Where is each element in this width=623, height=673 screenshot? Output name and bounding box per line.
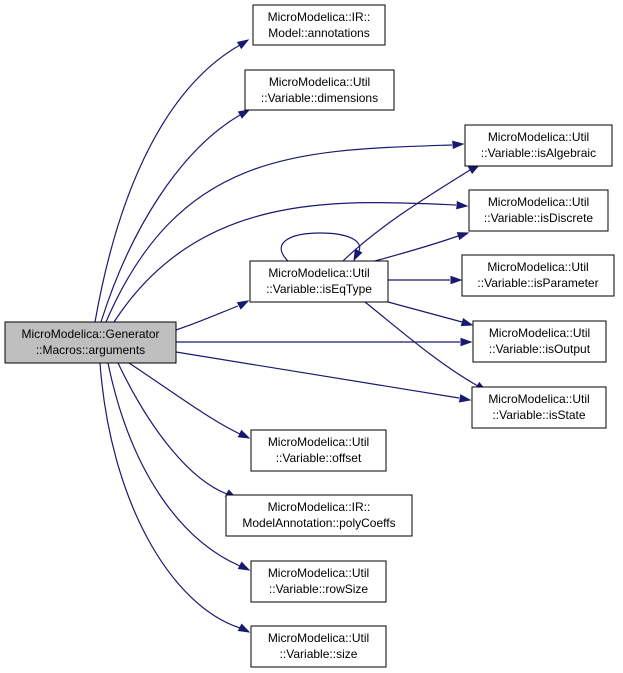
edge-arguments-to-isOutput — [176, 337, 473, 347]
node-polyCoeffs-line1: MicroModelica::IR:: — [268, 500, 371, 514]
edge-arguments-to-offset — [128, 362, 251, 439]
edge-arguments-to-rowSize — [107, 362, 251, 571]
edge-arguments-to-isAlgebraic — [105, 140, 465, 323]
node-isParameter-line1: MicroModelica::Util — [487, 260, 588, 274]
edge-isEqType-to-isEqType — [280, 232, 363, 262]
edge-arrowhead — [460, 337, 473, 347]
node-offset[interactable]: MicroModelica::Util ::Variable::offset — [250, 429, 387, 472]
node-isState-line2: ::Variable::isState — [492, 408, 585, 422]
node-isAlgebraic-line2: ::Variable::isAlgebraic — [481, 146, 596, 160]
edge-arrowhead — [236, 39, 250, 50]
edge-arguments-to-size — [99, 362, 251, 633]
node-isOutput-line1: MicroModelica::Util — [489, 326, 590, 340]
node-isParameter-line2: ::Variable::isParameter — [477, 276, 598, 290]
node-offset-line1: MicroModelica::Util — [268, 435, 369, 449]
node-polyCoeffs-line2: ModelAnnotation::polyCoeffs — [242, 516, 395, 530]
node-isEqType-line2: ::Variable::isEqType — [266, 282, 372, 296]
edge-arguments-to-isState — [175, 351, 472, 403]
node-isState[interactable]: MicroModelica::Util ::Variable::isState — [471, 386, 607, 429]
edge-arrowhead — [237, 109, 251, 119]
edge-arguments-to-isDiscrete — [113, 200, 469, 323]
edge-isEqType-to-isParameter — [388, 275, 463, 285]
edge-arrowhead — [450, 275, 463, 285]
node-size[interactable]: MicroModelica::Util ::Variable::size — [250, 625, 387, 668]
edge-isEqType-to-isDiscrete — [374, 232, 470, 262]
node-annotations[interactable]: MicroModelica::IR:: Model::annotations — [252, 4, 386, 46]
edge-arguments-to-dimensions — [100, 109, 251, 323]
edge-arrowhead — [460, 318, 474, 327]
node-rowSize[interactable]: MicroModelica::Util ::Variable::rowSize — [250, 560, 387, 603]
node-rowSize-line1: MicroModelica::Util — [268, 566, 369, 580]
edge-arrowhead — [353, 248, 363, 262]
edge-arrowhead — [456, 232, 470, 241]
node-dimensions-line1: MicroModelica::Util — [269, 75, 370, 89]
node-isDiscrete-line1: MicroModelica::Util — [488, 195, 589, 209]
node-isAlgebraic[interactable]: MicroModelica::Util ::Variable::isAlgebr… — [464, 124, 613, 167]
node-dimensions-line2: ::Variable::dimensions — [261, 91, 378, 105]
node-isOutput[interactable]: MicroModelica::Util ::Variable::isOutput — [472, 320, 607, 363]
node-isEqType[interactable]: MicroModelica::Util ::Variable::isEqType — [249, 260, 389, 303]
edge-arrowhead — [456, 200, 469, 210]
node-isDiscrete[interactable]: MicroModelica::Util ::Variable::isDiscre… — [468, 189, 609, 232]
node-isState-line1: MicroModelica::Util — [488, 392, 589, 406]
edge-arrowhead — [458, 394, 472, 403]
node-dimensions[interactable]: MicroModelica::Util ::Variable::dimensio… — [244, 69, 395, 111]
edge-arrowhead — [236, 300, 250, 310]
edge-isEqType-to-isState — [364, 301, 488, 392]
edge-arguments-to-polyCoeffs — [117, 362, 238, 499]
node-arguments[interactable]: MicroModelica::Generator ::Macros::argum… — [4, 321, 177, 364]
node-isParameter[interactable]: MicroModelica::Util ::Variable::isParame… — [461, 254, 615, 297]
node-offset-line2: ::Variable::offset — [276, 451, 362, 465]
node-annotations-line1: MicroModelica::IR:: — [268, 10, 371, 24]
node-isOutput-line2: ::Variable::isOutput — [489, 342, 591, 356]
nodes: MicroModelica::Generator ::Macros::argum… — [4, 4, 615, 668]
node-arguments-line2: ::Macros::arguments — [36, 343, 145, 357]
node-size-line2: ::Variable::size — [280, 647, 358, 661]
edge-isEqType-to-isOutput — [387, 301, 474, 327]
node-isEqType-line1: MicroModelica::Util — [268, 266, 369, 280]
edge-arrowhead — [237, 623, 251, 633]
edge-isEqType-to-isAlgebraic — [342, 164, 481, 262]
node-arguments-line1: MicroModelica::Generator — [21, 327, 159, 341]
node-isDiscrete-line2: ::Variable::isDiscrete — [484, 211, 593, 225]
node-annotations-line2: Model::annotations — [268, 26, 369, 40]
edge-arguments-to-annotations — [94, 39, 250, 323]
edge-arguments-to-isEqType — [175, 300, 250, 331]
edge-arrowhead — [452, 140, 465, 150]
node-size-line1: MicroModelica::Util — [268, 631, 369, 645]
edge-arrowhead — [237, 429, 251, 439]
node-rowSize-line2: ::Variable::rowSize — [269, 582, 368, 596]
node-polyCoeffs[interactable]: MicroModelica::IR:: ModelAnnotation::pol… — [225, 494, 413, 537]
edge-arrowhead — [237, 561, 251, 571]
edges — [94, 39, 488, 633]
node-isAlgebraic-line1: MicroModelica::Util — [488, 130, 589, 144]
